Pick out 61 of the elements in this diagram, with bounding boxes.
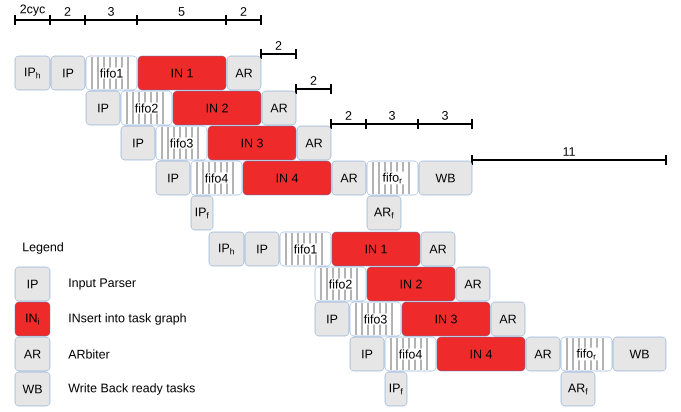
stage-box: IP$_{h}$ <box>208 232 244 266</box>
insert-box: IN$_{i}$ <box>14 302 50 336</box>
stage-box: AR <box>456 266 490 302</box>
fifo-box: fifo3 <box>156 126 208 160</box>
fifo-box: fifo1 <box>280 232 332 266</box>
dimension-label: 3 <box>389 111 395 120</box>
fifo-box: fifo1 <box>86 56 138 90</box>
fifo-box: fifo4 <box>190 160 242 196</box>
stage-box: WB <box>612 336 666 372</box>
insert-box: IN 3 <box>208 126 296 160</box>
dimension-label: 2 <box>310 76 316 85</box>
dimension-label: 2 <box>64 7 70 16</box>
stage-box: IP <box>86 90 120 126</box>
stage-box: AR <box>490 302 526 336</box>
legend-text: ARbiter <box>68 349 110 359</box>
fifo-box: fifo$_{r}$ <box>366 160 418 196</box>
insert-box: IN 2 <box>366 266 456 302</box>
dimension-label: 11 <box>564 147 575 156</box>
legend-text: Input Parser <box>69 278 136 290</box>
fifo-box: fifo3 <box>350 302 402 336</box>
stage-box: IP <box>314 302 350 336</box>
stage-box: AR <box>420 232 456 266</box>
stage-box: IP <box>350 336 384 372</box>
insert-box: IN 4 <box>242 160 332 196</box>
fifo-box: fifo2 <box>314 266 366 302</box>
stage-box: IP <box>120 126 156 160</box>
stage-box: AR$_{f}$ <box>560 372 596 406</box>
insert-box: IN 3 <box>402 302 490 336</box>
insert-box: IN 1 <box>138 56 226 90</box>
stage-box: AR <box>332 160 366 196</box>
fifo-box: fifo2 <box>120 90 172 126</box>
stage-box: AR <box>526 336 560 372</box>
stage-box: IP <box>14 266 50 302</box>
stage-box: AR$_{f}$ <box>366 196 402 230</box>
dimension-label: 2 <box>346 111 352 120</box>
insert-box: IN 2 <box>172 90 262 126</box>
fifo-box: fifo4 <box>384 336 436 372</box>
dimension-label: 2 <box>276 41 282 50</box>
stage-box: AR <box>226 56 262 90</box>
stage-box: AR <box>262 90 296 126</box>
dimension-label: 5 <box>178 7 184 16</box>
stage-box: IP$_{f}$ <box>190 196 214 230</box>
insert-box: IN 1 <box>332 232 420 266</box>
stage-box: AR <box>296 126 332 160</box>
dimension-label: 3 <box>442 111 448 120</box>
legend-text: Write Back ready tasks <box>68 383 195 395</box>
stage-box: WB <box>14 372 50 406</box>
stage-box: IP <box>244 232 280 266</box>
legend-title: Legend <box>23 242 63 254</box>
stage-box: WB <box>418 160 472 196</box>
insert-box: IN 4 <box>436 336 526 372</box>
fifo-box: fifo$_{r}$ <box>560 336 612 372</box>
stage-box: IP$_{f}$ <box>384 372 408 406</box>
dimension-label: 2 <box>240 7 246 16</box>
dimension-label: 3 <box>108 7 114 16</box>
stage-box: IP <box>156 160 190 196</box>
dimension-label: 2cyc <box>20 4 45 16</box>
legend-text: INsert into task graph <box>69 313 186 325</box>
stage-box: IP <box>50 56 86 90</box>
stage-box: IP$_{h}$ <box>14 56 50 90</box>
stage-box: AR <box>14 336 50 372</box>
